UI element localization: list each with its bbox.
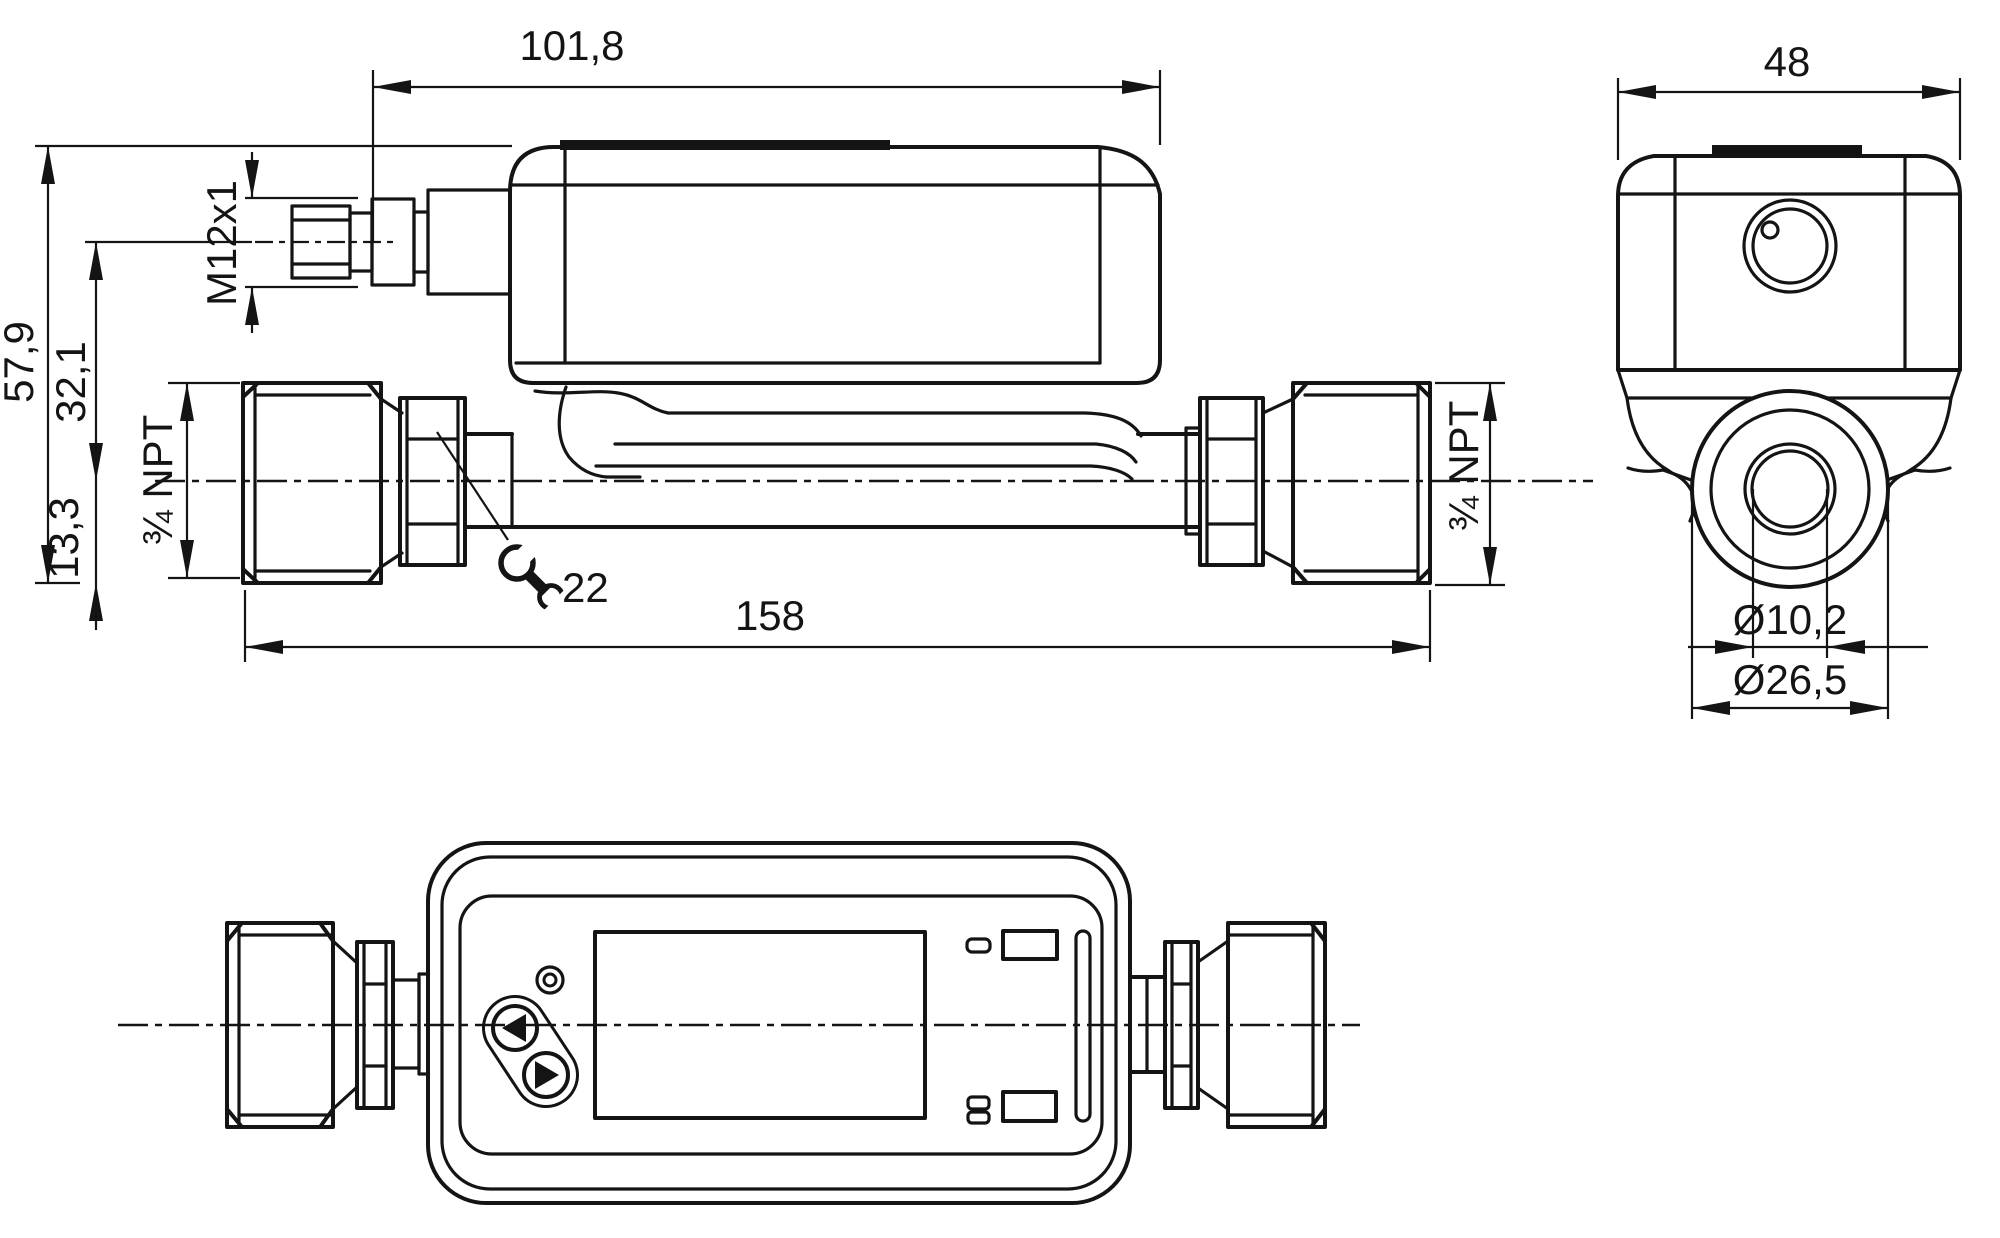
display-edge-strip-end xyxy=(1712,145,1862,156)
dim-label-npt-right: ¾ NPT xyxy=(1440,401,1487,532)
dim-label-connector-axis-height: 32,1 xyxy=(47,341,94,423)
dim-heights: 57,9 32,1 13,3 xyxy=(0,144,512,630)
dim-label-overall-length: 158 xyxy=(735,592,805,639)
button-up xyxy=(491,1004,539,1052)
dim-label-connector-thread: M12x1 xyxy=(198,180,245,306)
dim-connector-thread: M12x1 xyxy=(198,152,358,333)
m12-connector-face xyxy=(1742,198,1838,294)
label-fields xyxy=(965,929,1092,1125)
wrench-leader-line xyxy=(436,431,509,541)
dim-label-boss-diameter: Ø26,5 xyxy=(1733,656,1847,703)
sensor-housing xyxy=(508,140,1162,385)
top-body xyxy=(426,841,1132,1205)
top-view xyxy=(118,841,1360,1205)
wrench-icon xyxy=(498,533,576,622)
dim-label-bore-diameter: Ø10,2 xyxy=(1733,596,1847,643)
right-fitting xyxy=(1198,381,1432,585)
dim-body-width: 48 xyxy=(1616,38,1962,160)
dim-label-overall-height: 57,9 xyxy=(0,321,42,403)
left-fitting xyxy=(241,381,467,585)
pushbuttons xyxy=(482,995,579,1108)
end-view-housing xyxy=(1616,145,1962,400)
dim-label-body-width: 48 xyxy=(1764,38,1811,85)
side-view: 101,8 57,9 32,1 13,3 M12x1 xyxy=(0,22,1593,662)
dim-body-length: 101,8 xyxy=(371,22,1162,243)
end-view: 48 Ø10,2 Ø26,5 xyxy=(1616,38,1962,719)
dim-label-body-length: 101,8 xyxy=(519,22,624,69)
measuring-tube xyxy=(463,426,1202,536)
dim-overall-length: 158 xyxy=(243,590,1432,662)
button-down xyxy=(522,1051,570,1099)
m12-connector xyxy=(290,188,514,296)
button-down-arrow-icon xyxy=(535,1061,559,1089)
dim-npt-right: ¾ NPT xyxy=(1435,381,1505,587)
dim-label-axis-to-bottom: 13,3 xyxy=(40,497,87,579)
boot xyxy=(510,385,1143,529)
dim-diameters: Ø10,2 Ø26,5 xyxy=(1688,489,1928,719)
dim-label-wrench-size: 22 xyxy=(562,564,609,611)
process-boss xyxy=(1690,389,1890,589)
display-edge-strip xyxy=(560,140,890,150)
status-led xyxy=(535,965,565,995)
button-up-arrow-icon xyxy=(502,1014,526,1042)
